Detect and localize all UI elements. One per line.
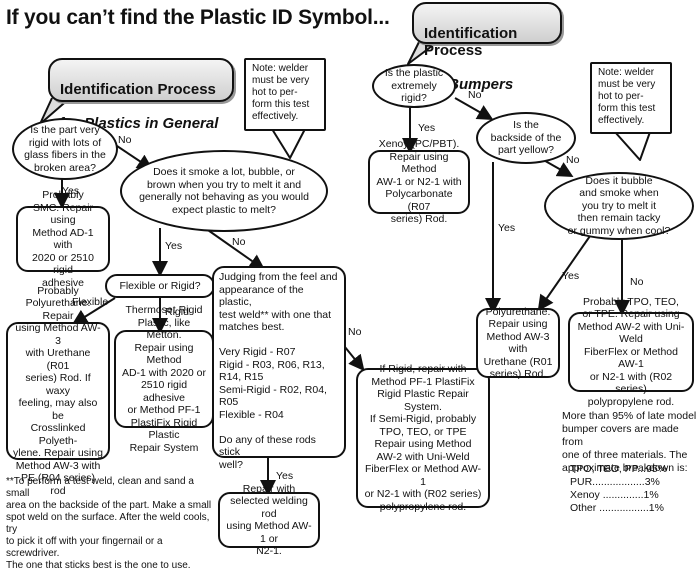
label-no-bubble: No: [630, 276, 644, 288]
right-heading-line1: Identification Process: [424, 25, 518, 59]
label-no-judging: No: [348, 326, 362, 338]
label-no-rigid: No: [118, 134, 132, 146]
label-yes-extreme: Yes: [418, 122, 436, 134]
label-yes-smoke: Yes: [165, 240, 183, 252]
breakdown-intro: More than 95% of late model bumper cover…: [562, 410, 697, 474]
result-thermoset: Thermoset Rigid Plastic, like Metton. Re…: [114, 304, 214, 454]
breakdown-label: PUR..................: [570, 476, 645, 488]
label-rigid: Rigid: [165, 306, 189, 318]
breakdown-row: Xenoy ..............1%: [570, 489, 680, 502]
label-yes-rigid: Yes: [62, 185, 80, 197]
left-note: Note: welder must be very hot to per- fo…: [244, 58, 326, 131]
right-note: Note: welder must be very hot to per- fo…: [590, 62, 672, 134]
judging-box: Judging from the feel and appearance of …: [212, 266, 346, 471]
right-process-heading: Identification Process for Bumpers: [412, 2, 562, 93]
right-note-tail: [614, 131, 651, 161]
label-yes-judging: Yes: [276, 470, 294, 482]
breakdown-value: 95%: [646, 463, 668, 475]
label-yes-yellow: Yes: [498, 222, 516, 234]
question-smoke: Does it smoke a lot, bubble, or brown wh…: [120, 150, 328, 232]
result-polyurethane-right: Polyurethane. Repair using Method AW-3 w…: [476, 306, 560, 380]
result-smc: Probably SMC. Repair using Method AD-1 w…: [16, 189, 110, 289]
breakdown-value: 1%: [648, 502, 664, 514]
breakdown-row: PUR..................3%: [570, 476, 680, 489]
breakdown-label: Xenoy ..............: [570, 489, 644, 501]
question-backside-yellow: Is the backside of the part yellow?: [476, 112, 576, 164]
question-extremely-rigid: Is the plastic extremely rigid?: [372, 64, 456, 108]
label-no-smoke: No: [232, 236, 246, 248]
arrow-smoke-to-judging: [204, 227, 266, 271]
question-bubble-smoke: Does it bubble and smoke when you try to…: [544, 172, 694, 240]
label-yes-bubble: Yes: [562, 270, 580, 282]
result-if-rigid: If Rigid, repair with Method PF-1 Plasti…: [356, 363, 490, 513]
result-tpo: Probably TPO, TEO, or TPE. Repair using …: [568, 296, 694, 408]
question-flexible-rigid: Flexible or Rigid?: [105, 274, 215, 298]
breakdown-row: Other .................1%: [570, 502, 680, 515]
left-heading-line1: Identification Process: [60, 81, 216, 98]
question-very-rigid: Is the part very rigid with lots of glas…: [12, 118, 118, 180]
label-flexible: Flexible: [72, 296, 109, 308]
page-title: If you can’t find the Plastic ID Symbol.…: [6, 6, 390, 29]
result-polyurethane-left: Probably Polyurethane. Repair using Meth…: [6, 285, 110, 497]
footnote-test-weld: **To perform a test weld, clean and sand…: [6, 476, 212, 571]
left-process-heading: Identification Process for Plastics in G…: [48, 58, 234, 132]
breakdown-label: Other .................: [570, 502, 649, 514]
result-xenoy: Xenoy (PC/PBT). Repair using Method AW-1…: [368, 138, 470, 225]
label-no-yellow: No: [566, 154, 580, 166]
arrow-to-poly: [71, 297, 116, 326]
breakdown-label: TPO, TEO, PP...: [570, 463, 647, 475]
arrow-extreme-to-yellow: [454, 97, 494, 120]
result-repair-selected-rod: Repair with selected welding rod using M…: [218, 483, 320, 557]
breakdown-value: 3%: [644, 476, 660, 488]
breakdown-value: 1%: [643, 489, 659, 501]
right-heading-em: Bumpers: [448, 76, 514, 93]
left-note-tail: [271, 128, 306, 159]
breakdown-row: TPO, TEO, PP...95%: [570, 463, 680, 476]
arrow-bubble-to-polyurethane: [537, 235, 591, 312]
breakdown-list: TPO, TEO, PP...95% PUR..................…: [570, 463, 680, 515]
label-no-extreme: No: [468, 89, 482, 101]
